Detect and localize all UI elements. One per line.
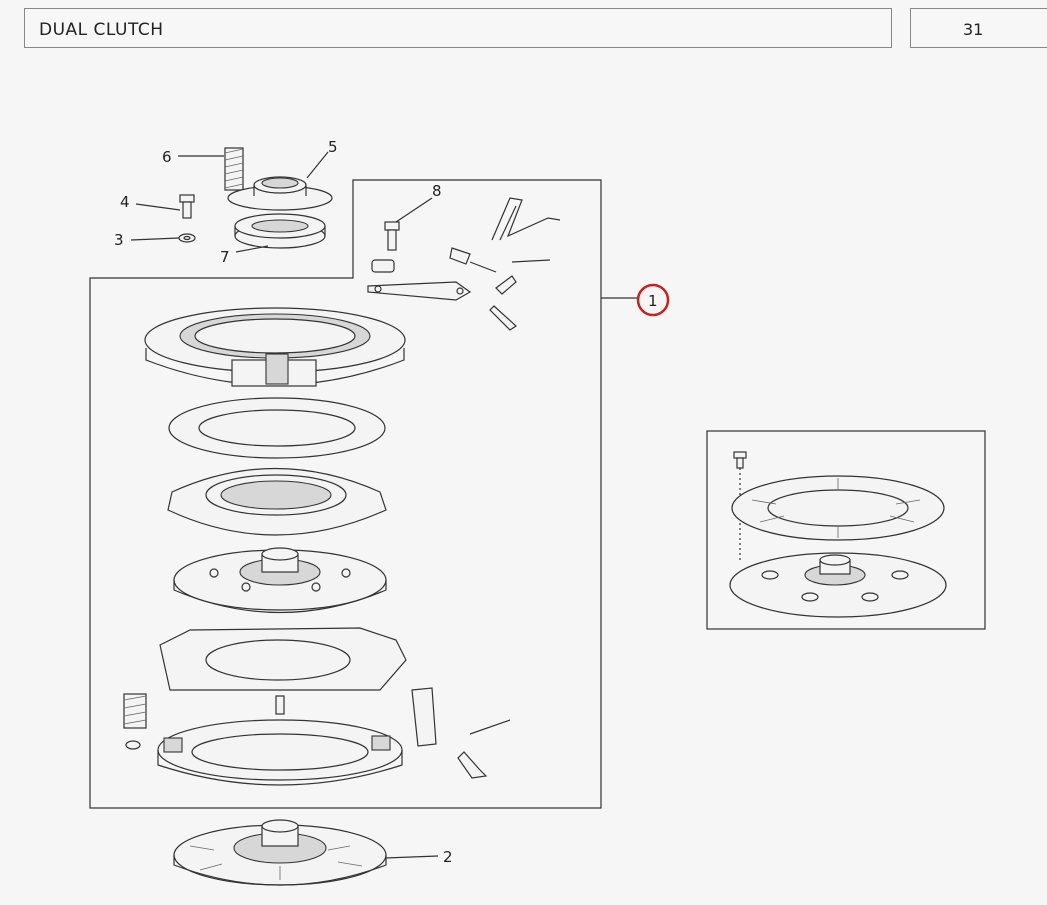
driven-disc-part: [173, 819, 387, 886]
leader-pin-bolt: [395, 197, 433, 223]
page-number-box: 31: [910, 8, 1047, 48]
back-plate-part: [157, 719, 403, 786]
inset-detail-box: [706, 430, 986, 630]
callout-8-label: 8: [432, 182, 442, 200]
pressure-plate-part: [144, 307, 406, 387]
back-plate-springs: [123, 687, 511, 779]
release-linkage: [367, 197, 561, 331]
callout-4-label: 4: [120, 193, 130, 211]
callout-6-label: 6: [162, 148, 172, 166]
pin-bolt-part: [384, 221, 400, 251]
callout-5-label: 5: [328, 138, 338, 156]
friction-ring-part: [168, 397, 386, 459]
bearing-carrier-part: [227, 176, 333, 211]
release-bearing-part: [234, 213, 326, 249]
leader-release-bearing: [235, 245, 269, 253]
leader-driven-disc: [384, 855, 439, 859]
page-number: 31: [963, 20, 984, 39]
bolt-part: [179, 194, 195, 219]
inset-disc-detail: [729, 451, 947, 618]
friction-disc-part: [173, 547, 387, 614]
diagram-title-box: DUAL CLUTCH: [24, 8, 892, 48]
spring-part: [224, 147, 244, 191]
diagram-title: DUAL CLUTCH: [39, 20, 164, 40]
callout-2-label: 2: [443, 848, 453, 866]
assembly-outline: [89, 179, 602, 809]
washer-part: [178, 233, 196, 243]
lower-intermediate-plate-part: [159, 627, 407, 691]
callout-7-label: 7: [220, 248, 230, 266]
intermediate-plate-part: [167, 468, 387, 536]
leader-bearing-carrier: [306, 151, 329, 179]
callout-3-label: 3: [114, 231, 124, 249]
callout-1-label: 1: [648, 292, 658, 310]
callout-1-highlight: [636, 283, 670, 317]
leader-bolt: [135, 203, 181, 211]
leader-washer: [130, 237, 180, 241]
